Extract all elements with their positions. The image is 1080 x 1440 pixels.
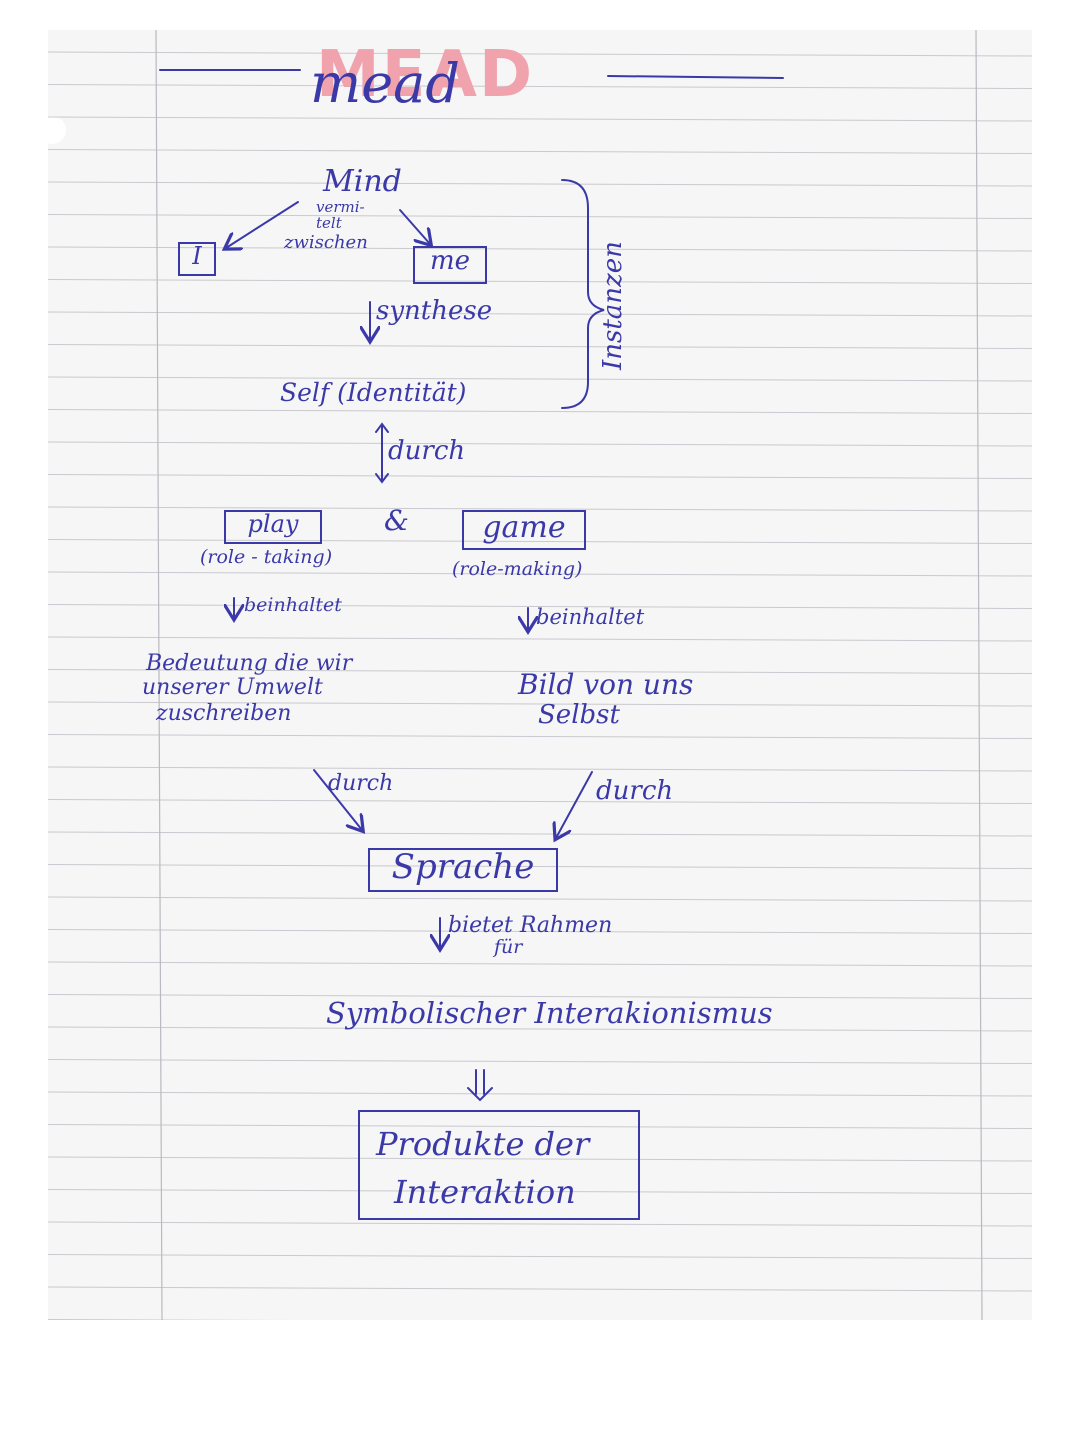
mind-note-1: vermi-: [316, 198, 365, 216]
ruled-line: [48, 181, 1032, 187]
sprache-box: Sprache: [368, 848, 558, 892]
game-box: game: [462, 510, 586, 550]
durch-label-right: durch: [596, 776, 674, 806]
margin-line-right: [975, 30, 983, 1320]
ruled-line: [48, 701, 1032, 707]
bedeutung-line-1: Bedeutung die wir: [146, 651, 353, 676]
mind-note-3: zwischen: [284, 232, 368, 253]
ruled-line: [48, 474, 1032, 479]
produkte-line-1: Produkte der: [376, 1125, 590, 1163]
ruled-line: [48, 1319, 295, 1320]
me-box: me: [413, 246, 487, 284]
ruled-line: [48, 636, 1032, 642]
ruled-line: [48, 799, 1032, 804]
beinhaltet-right: beinhaltet: [536, 605, 645, 629]
ruled-line: [48, 961, 1032, 967]
ruled-line: [48, 84, 1032, 89]
ruled-line: [48, 376, 1032, 382]
bild-line-2: Selbst: [538, 700, 620, 730]
bild-line-1: Bild von uns: [518, 668, 694, 701]
ruled-line: [48, 734, 1032, 739]
self-label: Self (Identität): [280, 378, 467, 407]
ruled-line: [48, 1254, 1032, 1259]
synthese-label: synthese: [376, 296, 493, 326]
ruled-line: [48, 766, 1032, 772]
ruled-line: [48, 51, 1032, 57]
page-title: mead: [310, 52, 460, 115]
notebook-paper: MEAD mead Mind vermi- telt zwischen I me…: [48, 30, 1032, 1320]
ruled-line: [48, 1286, 1032, 1292]
bietet-line-2: für: [494, 936, 523, 958]
ruled-line: [48, 214, 1032, 219]
ruled-line: [48, 864, 1032, 869]
ruled-line: [48, 279, 1032, 284]
i-box: I: [178, 242, 216, 276]
ruled-line: [48, 896, 1032, 902]
play-note: (role - taking): [200, 546, 333, 568]
ruled-line: [48, 149, 1032, 154]
instanzen-label: Instanzen: [598, 241, 628, 370]
ruled-line: [48, 994, 1032, 999]
beinhaltet-left: beinhaltet: [244, 594, 342, 616]
ruled-line: [48, 116, 1032, 122]
ruled-line: [48, 246, 1032, 252]
mind-note-2: telt: [316, 214, 342, 232]
ruled-line: [48, 669, 1032, 674]
ruled-line: [48, 409, 1032, 414]
ruled-line: [48, 1124, 1032, 1129]
ruled-line: [48, 1221, 1032, 1227]
ampersand: &: [384, 504, 409, 537]
durch-label-1: durch: [388, 436, 466, 466]
ruled-line: [48, 344, 1032, 349]
bietet-line-1: bietet Rahmen: [448, 913, 613, 938]
play-box: play: [224, 510, 322, 544]
punch-hole: [48, 116, 66, 144]
ruled-line: [48, 1189, 1032, 1194]
ruled-line: [48, 1156, 1032, 1162]
ruled-line: [48, 441, 1032, 447]
ruled-line: [48, 506, 1032, 512]
bedeutung-line-3: zuschreiben: [156, 701, 292, 726]
ruled-line: [48, 311, 1032, 317]
margin-line-left: [155, 30, 163, 1320]
mind-label: Mind: [323, 164, 402, 199]
ruled-line: [48, 539, 1032, 544]
ruled-line: [48, 929, 1032, 934]
game-note: (role-making): [452, 558, 583, 580]
ruled-line: [48, 571, 1032, 577]
paper-lines: [48, 30, 1032, 1320]
produkte-line-2: Interaktion: [394, 1173, 576, 1211]
ruled-line: [48, 604, 1032, 609]
bedeutung-line-2: unserer Umwelt: [142, 675, 323, 700]
durch-label-left: durch: [328, 771, 394, 796]
symbolischer-interaktionismus: Symbolischer Interakionismus: [326, 996, 773, 1030]
ruled-line: [48, 1026, 1032, 1032]
ruled-line: [48, 1059, 1032, 1064]
produkte-box: Produkte der Interaktion: [358, 1110, 640, 1220]
title-highlight: MEAD: [316, 38, 535, 112]
ruled-line: [48, 1091, 1032, 1097]
ruled-line: [48, 831, 1032, 837]
